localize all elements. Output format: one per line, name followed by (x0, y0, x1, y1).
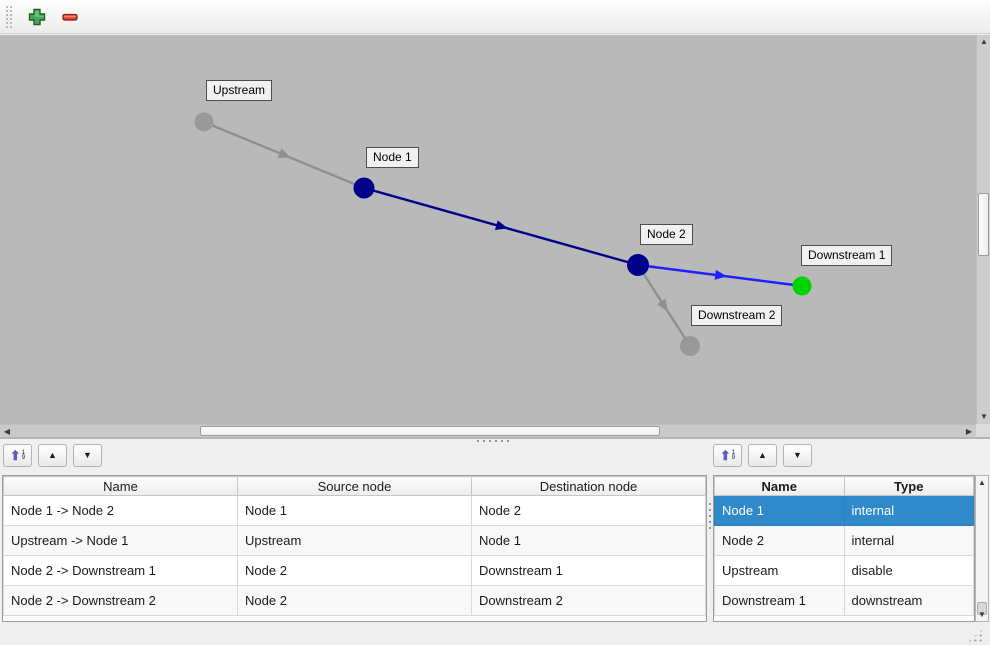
nodes-table-scrollbar[interactable]: ▲ ▼ (975, 475, 989, 622)
up-arrow-icon: ▲ (758, 450, 767, 460)
cell[interactable]: Upstream (714, 555, 845, 586)
edges-table-header-name[interactable]: Name (3, 476, 238, 496)
up-arrow-icon: ▲ (48, 450, 57, 460)
node-downstream-1[interactable] (792, 276, 812, 296)
edge-arrow-icon (657, 298, 668, 312)
cell[interactable]: Node 1 -> Node 2 (3, 495, 238, 526)
nodes-table-header-name[interactable]: Name (714, 476, 845, 496)
graph-svg (194, 112, 812, 356)
cell[interactable]: internal (843, 495, 974, 526)
scroll-down-button[interactable]: ▼ (976, 608, 988, 621)
node-label-node-1[interactable]: Node 1 (366, 147, 419, 168)
plus-icon (28, 8, 46, 25)
cell[interactable]: Node 1 (714, 495, 845, 526)
edges-table-header-source-node[interactable]: Source node (237, 476, 472, 496)
cell[interactable]: Node 2 (471, 495, 706, 526)
vertical-pane-splitter[interactable] (707, 475, 712, 622)
cell[interactable]: Node 1 (471, 525, 706, 556)
scroll-up-button[interactable]: ▲ (977, 35, 990, 49)
cell[interactable]: Node 2 -> Downstream 2 (3, 585, 238, 616)
cell[interactable]: downstream (843, 585, 974, 616)
cell[interactable]: Node 2 (714, 525, 845, 556)
scroll-up-icon: ▲ (980, 37, 988, 46)
scroll-up-icon: ▲ (978, 477, 986, 487)
toolbar-grip[interactable] (5, 4, 14, 29)
scroll-down-button[interactable]: ▼ (977, 410, 990, 424)
node-label-downstream-1[interactable]: Downstream 1 (801, 245, 893, 266)
minus-icon (62, 13, 78, 21)
cell[interactable]: Node 1 (237, 495, 472, 526)
cell[interactable]: Upstream -> Node 1 (3, 525, 238, 556)
cell[interactable]: Downstream 1 (471, 555, 706, 586)
cell[interactable]: Node 2 -> Downstream 1 (3, 555, 238, 586)
node-label-upstream[interactable]: Upstream (206, 80, 273, 101)
move-node-up-button[interactable]: ▲ (748, 444, 777, 467)
edge-arrow-icon (277, 148, 291, 158)
window-resize-grip[interactable] (967, 628, 984, 643)
node-downstream-2[interactable] (680, 336, 700, 356)
down-arrow-icon: ▼ (793, 450, 802, 460)
node-upstream[interactable] (194, 112, 214, 132)
cell[interactable]: internal (843, 525, 974, 556)
down-arrow-icon: ▼ (83, 450, 92, 460)
add-button[interactable] (24, 4, 50, 30)
canvas-vertical-scrollbar[interactable]: ▲ ▼ (976, 35, 990, 424)
cell[interactable]: Downstream 2 (471, 585, 706, 616)
scroll-left-icon: ◀ (3, 426, 11, 436)
table-scroll-thumb[interactable] (977, 602, 987, 615)
node-node-2[interactable] (627, 254, 649, 276)
vertical-scroll-thumb[interactable] (978, 193, 989, 256)
node-node-1[interactable] (353, 177, 375, 199)
scroll-down-icon: ▼ (980, 412, 988, 421)
remove-button[interactable] (57, 4, 83, 30)
move-edge-up-button[interactable]: ▲ (38, 444, 67, 467)
scrollbar-corner (976, 424, 990, 437)
splitter-grip-icon (708, 501, 712, 531)
edge-arrow-icon (495, 220, 508, 230)
nodes-table-header-type[interactable]: Type (843, 476, 974, 496)
cell[interactable]: Downstream 1 (714, 585, 845, 616)
cell[interactable]: disable (843, 555, 974, 586)
move-node-down-button[interactable]: ▼ (783, 444, 812, 467)
splitter-grip-icon (475, 439, 509, 443)
cell[interactable]: Upstream (237, 525, 472, 556)
main-toolbar (0, 0, 990, 34)
scroll-left-button[interactable]: ◀ (0, 425, 14, 438)
horizontal-pane-splitter[interactable] (0, 437, 990, 443)
move-edge-down-button[interactable]: ▼ (73, 444, 102, 467)
scroll-down-icon: ▼ (978, 609, 986, 619)
node-label-node-2[interactable]: Node 2 (640, 224, 693, 245)
scroll-up-button[interactable]: ▲ (976, 476, 988, 489)
scroll-right-icon: ▶ (965, 426, 973, 436)
cell[interactable]: Node 2 (237, 555, 472, 586)
edges-table-header-destination-node[interactable]: Destination node (471, 476, 706, 496)
node-label-downstream-2[interactable]: Downstream 2 (691, 305, 783, 326)
horizontal-scroll-thumb[interactable] (200, 426, 660, 436)
canvas-horizontal-scrollbar[interactable]: ◀ ▶ (0, 424, 976, 437)
scroll-right-button[interactable]: ▶ (962, 425, 976, 438)
edge-arrow-icon (714, 269, 728, 280)
cell[interactable]: Node 2 (237, 585, 472, 616)
